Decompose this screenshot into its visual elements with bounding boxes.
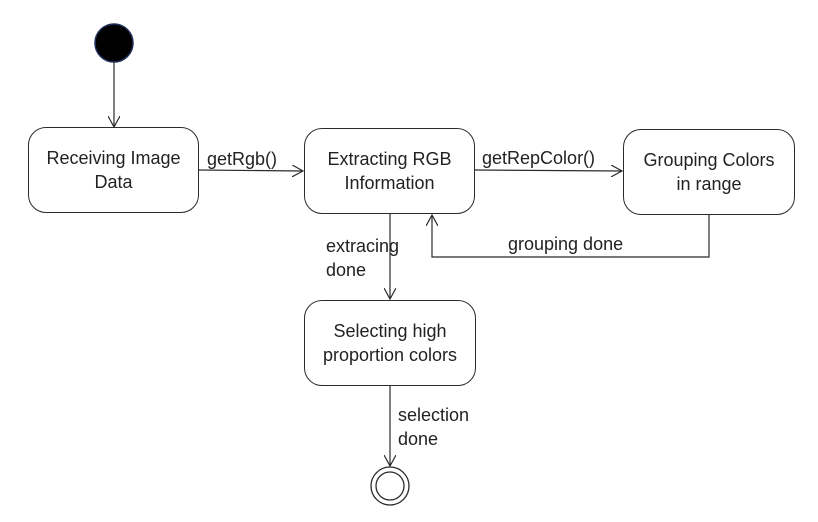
label-grouping-done: grouping done [508, 234, 624, 254]
state-grouping-colors: Grouping Colors in range [623, 129, 795, 215]
final-node [370, 466, 410, 506]
edge-grouping-to-extracting [432, 214, 710, 258]
label-extracting-done: extracing done [326, 234, 399, 282]
state-selecting-line1: Selecting high [333, 321, 447, 341]
state-receiving-image-data: Receiving Image Data [28, 127, 199, 213]
label-selection-done: selection done [398, 403, 469, 451]
state-extracting-rgb-information: Extracting RGB Information [304, 128, 475, 214]
state-receiving-line1: Receiving Image [46, 148, 181, 168]
state-grouping-line1: Grouping Colors [643, 150, 775, 170]
state-selecting-line2: proportion colors [322, 345, 458, 365]
label-extracting-done-line1: extracing [326, 236, 400, 256]
edge-receiving-to-extracting [198, 170, 303, 171]
state-receiving-line2: Data [94, 172, 133, 192]
label-selection-done-line1: selection [398, 405, 470, 425]
state-extracting-line1: Extracting RGB [327, 149, 452, 169]
state-extracting-line2: Information [344, 173, 435, 193]
label-selection-done-line2: done [398, 429, 439, 449]
state-grouping-line2: in range [676, 174, 742, 194]
label-extracting-done-line2: done [326, 260, 367, 280]
label-get-rgb: getRgb() [207, 149, 278, 169]
label-get-rep-color: getRepColor() [482, 148, 596, 168]
state-selecting-high-proportion-colors: Selecting high proportion colors [304, 300, 476, 386]
edge-extracting-to-grouping [473, 170, 622, 171]
initial-node [94, 23, 134, 63]
